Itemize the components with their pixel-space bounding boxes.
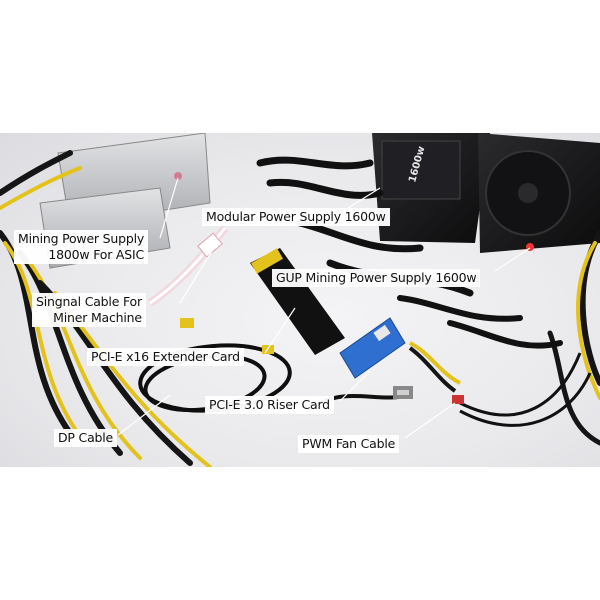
label-signal-cable-line2: Miner Machine — [53, 310, 142, 325]
label-mining-psu: Mining Power Supply 1800w For ASIC — [14, 230, 149, 264]
label-mining-psu-line2: 1800w For ASIC — [48, 247, 145, 262]
modular-psu-black: 1600w — [372, 133, 490, 243]
label-modular-psu: Modular Power Supply 1600w — [202, 208, 390, 226]
signal-cable — [147, 225, 229, 307]
label-signal-cable: Singnal Cable For Miner Machine — [32, 293, 146, 327]
pcie-riser-card — [339, 317, 461, 393]
pwm-fan-cable — [452, 352, 592, 427]
product-illustration: 1600w — [0, 133, 600, 467]
gup-psu-black — [478, 133, 600, 253]
product-photo: 1600w — [0, 133, 600, 467]
label-pcie-riser: PCI-E 3.0 Riser Card — [205, 396, 334, 414]
label-signal-cable-line1: Singnal Cable For — [36, 294, 142, 309]
label-dp-cable: DP Cable — [54, 429, 118, 447]
label-pwm-fan: PWM Fan Cable — [298, 435, 400, 453]
label-pcie-x16: PCI-E x16 Extender Card — [87, 348, 244, 366]
label-gup-psu: GUP Mining Power Supply 1600w — [272, 269, 481, 287]
label-mining-psu-line1: Mining Power Supply — [18, 231, 145, 246]
